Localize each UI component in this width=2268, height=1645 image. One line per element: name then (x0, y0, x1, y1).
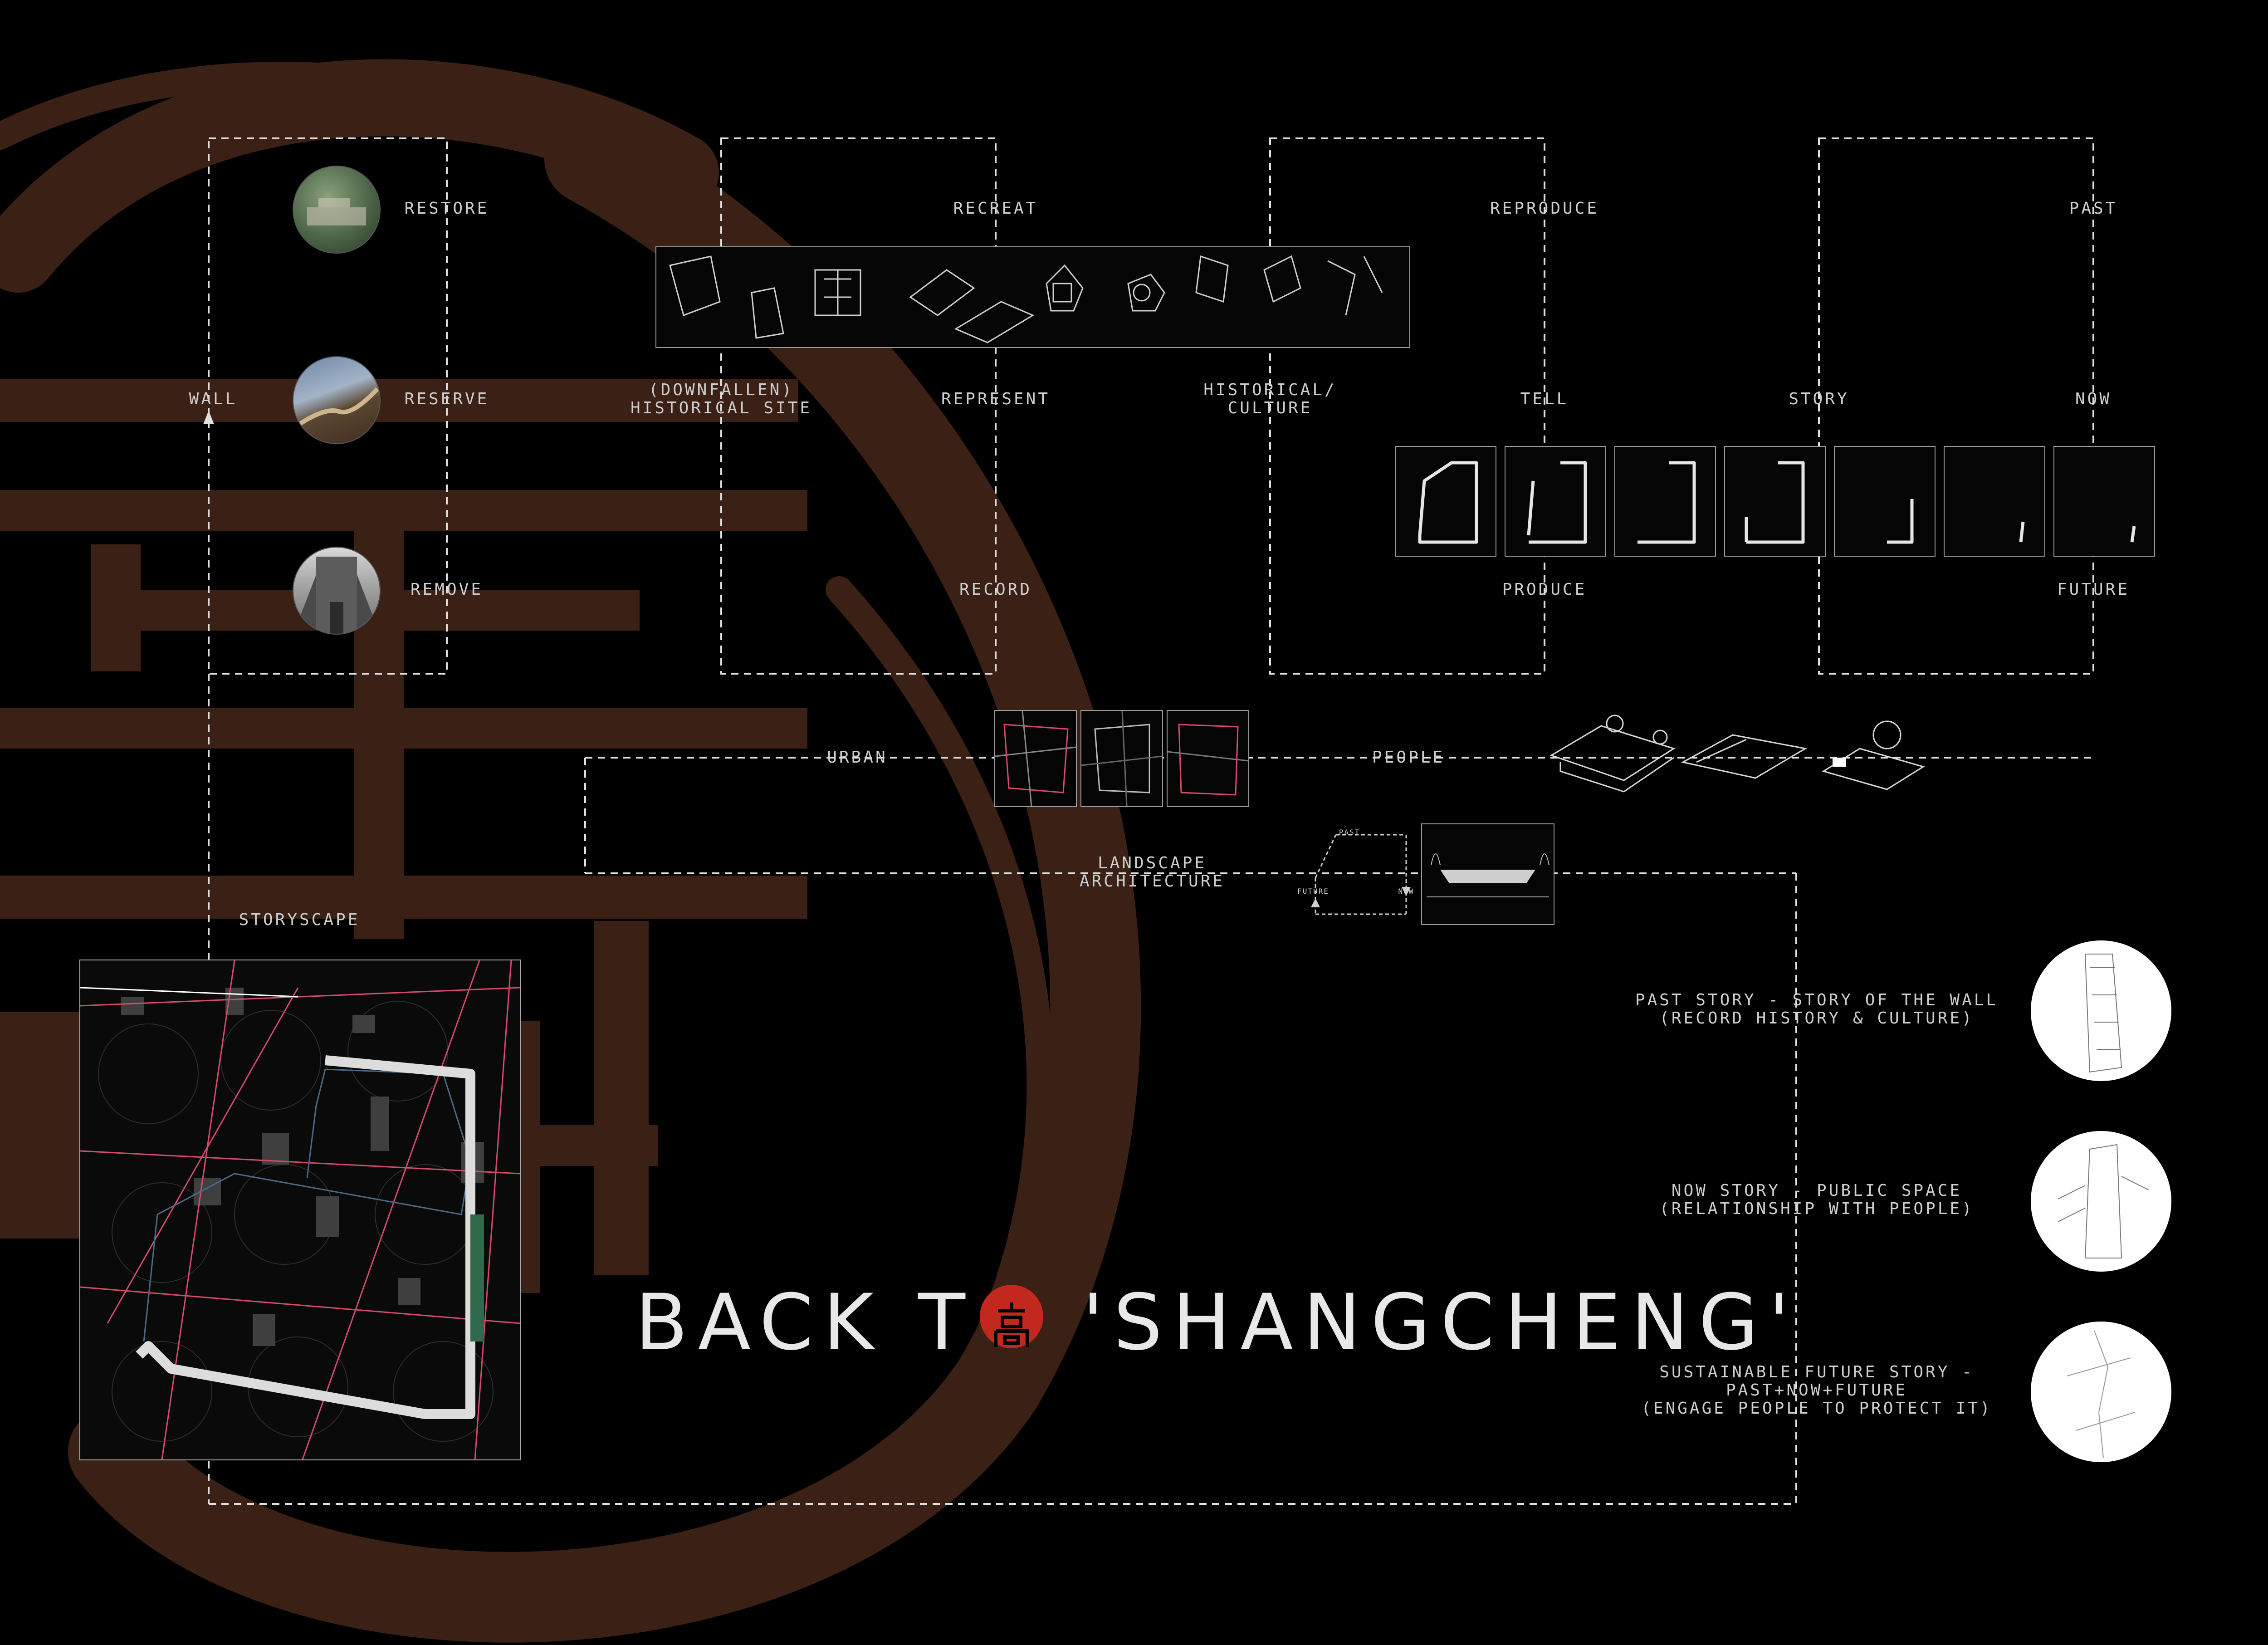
mini-label-past: PAST (1339, 828, 1360, 837)
reserve-photo (293, 356, 381, 444)
calligraphy-character (0, 379, 807, 1293)
label-reproduce: REPRODUCE (1490, 199, 1599, 218)
evolution-panel (1724, 446, 1826, 557)
evolution-panel (1944, 446, 2045, 557)
label-recreat: RECREAT (953, 199, 1038, 218)
label-historical-site: (DOWNFALLEN) HISTORICAL SITE (630, 381, 812, 417)
evolution-panel (1614, 446, 1716, 557)
label-past: PAST (2069, 199, 2118, 218)
story-future-drawing (2031, 1322, 2171, 1462)
sketch-strip-drawings (669, 255, 1383, 343)
label-reserve: RESERVE (404, 390, 489, 408)
urban-panel (994, 710, 1077, 807)
wall-section-drawing (2084, 954, 2122, 1073)
future-plan-drawing (2067, 1330, 2136, 1458)
story-now-text: NOW STORY - PUBLIC SPACE (RELATIONSHIP W… (1659, 1181, 1974, 1218)
label-record: RECORD (959, 580, 1032, 599)
story-future-text: SUSTAINABLE FUTURE STORY - PAST+NOW+FUTU… (1641, 1363, 1992, 1418)
label-future: FUTURE (2057, 580, 2130, 599)
mini-label-now: NOW (1398, 887, 1414, 896)
title-text-end: 'SHANGCHENG' (1048, 1278, 1800, 1368)
evolution-panel (1505, 446, 1606, 557)
mini-label-future: FUTURE (1297, 887, 1329, 896)
label-historical-culture: HISTORICAL/ CULTURE (1203, 381, 1337, 417)
chinese-seal-icon (980, 1284, 1043, 1348)
great-wall-icon (297, 387, 379, 427)
landscape-section-sketch (1427, 853, 1549, 897)
evolution-panel (1395, 446, 1496, 557)
mini-cycle-diagram (1311, 834, 1411, 915)
landscape-section-panel (1421, 823, 1554, 925)
site-plan-drawing (80, 960, 521, 1460)
urban-panel (1080, 710, 1163, 807)
urban-panel (1167, 710, 1249, 807)
public-space-drawing (2058, 1144, 2149, 1258)
label-remove: REMOVE (410, 580, 484, 599)
story-now-drawing (2031, 1131, 2171, 1272)
label-urban: URBAN (827, 748, 888, 767)
label-people: PEOPLE (1372, 748, 1445, 767)
urban-map-sketch (1081, 710, 1163, 807)
label-tell: TELL (1520, 390, 1569, 408)
flow-lines (208, 137, 2094, 1505)
label-produce: PRODUCE (1502, 580, 1587, 599)
title-text-start: BACK T (635, 1278, 975, 1368)
story-past-text: PAST STORY - STORY OF THE WALL (RECORD H… (1635, 991, 1999, 1028)
evolution-panel (1834, 446, 1936, 557)
story-past-drawing (2031, 940, 2171, 1081)
evolution-panel (2053, 446, 2155, 557)
remove-photo (293, 547, 381, 635)
label-landscape-architecture: LANDSCAPE ARCHITECTURE (1079, 854, 1225, 891)
label-restore: RESTORE (404, 199, 489, 218)
aerial-ruins-icon (307, 198, 366, 225)
label-story: STORY (1789, 390, 1849, 408)
urban-map-sketch (995, 710, 1076, 807)
label-now: NOW (2075, 390, 2112, 408)
urban-map-sketch (1167, 724, 1249, 796)
site-plan-map (79, 960, 521, 1460)
label-wall: WALL (189, 390, 238, 408)
seal-glyph-icon (994, 1302, 1029, 1347)
poster-title: BACK T 'SHANGCHENG' (635, 1273, 1799, 1368)
wall-arrow-icon (203, 411, 214, 424)
restore-photo (293, 166, 381, 254)
label-storyscape: STORYSCAPE (239, 911, 360, 929)
sketch-strip (655, 246, 1410, 348)
label-represent: REPRESENT (941, 390, 1051, 408)
